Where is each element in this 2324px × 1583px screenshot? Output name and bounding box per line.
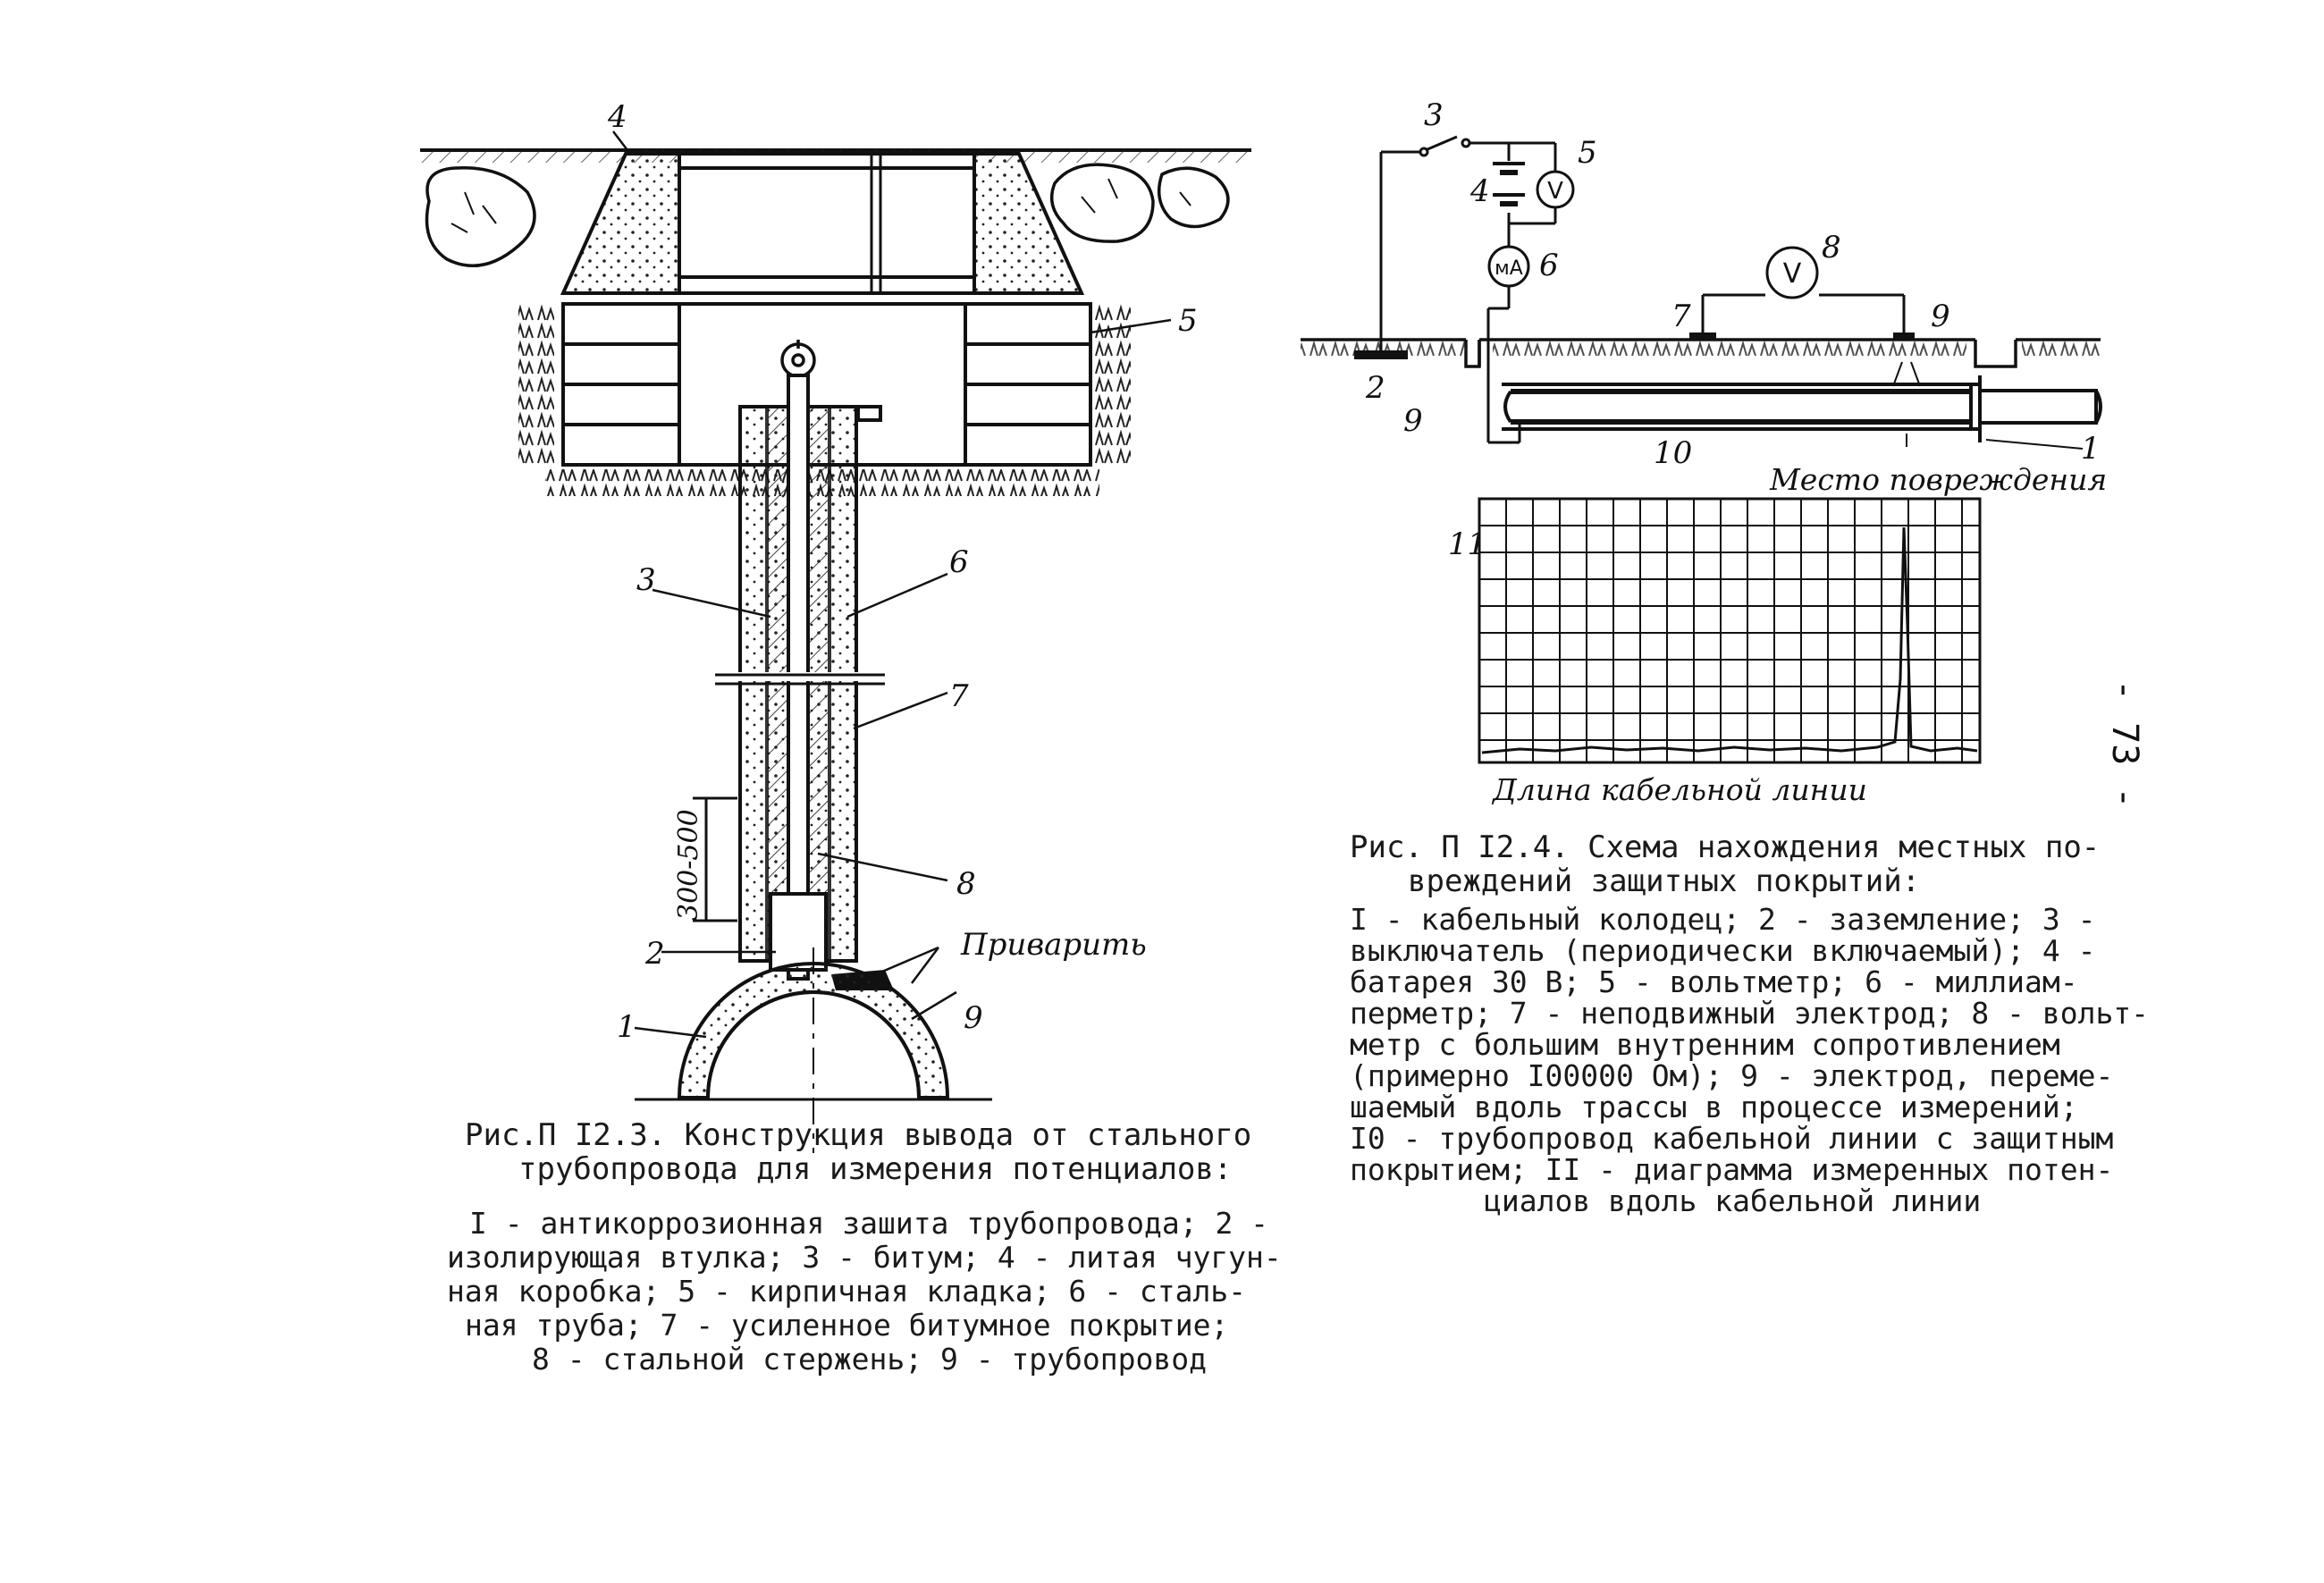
figure-4-legend-line-8: I0 - трубопровод кабельной линии с защит… [1350,1121,2114,1156]
cast-iron-box [560,152,1085,295]
dimension-line [693,796,737,922]
figure-4-caption-title-2: вреждений защитных покрытий: [1408,863,1921,899]
figure-3-legend-line-4: ная труба; 7 - усиленное битумное покрыт… [465,1308,1229,1343]
figure-3-caption-title-1: Рис.П I2.3. Конструкция вывода от стальн… [465,1117,1252,1153]
figure-4-legend-line-7: шаемый вдоль трассы в процессе измерений… [1350,1090,2078,1124]
figure-4-legend-line-9: покрытием; II - диаграмма измеренных пот… [1350,1152,2114,1187]
figure-4-legend-line-2: выключатель (периодически включаемый); 4… [1350,933,2096,968]
figure-4-legend-line-1: I - кабельный колодец; 2 - заземление; 3… [1350,902,2096,937]
label-5: 5 [1178,303,1198,339]
label-7: 7 [949,678,969,714]
outlet-pipe [715,374,885,981]
label-4: 4 [607,99,627,135]
label-6: 6 [949,544,969,580]
label-9: 9 [964,1000,983,1036]
figure-3-legend-line-5: 8 - стальной стержень; 9 - трубопровод [532,1342,1207,1377]
figure-4-legend-line-6: (примерно I00000 Ом); 9 - электрод, пере… [1350,1058,2114,1093]
soil-left [518,304,554,465]
figure-4-caption-title-1: Рис. П I2.4. Схема нахождения местных по… [1350,829,2101,865]
page-number: - 73 - [2104,679,2145,809]
figure-3-caption-title-2: трубопровода для измерения потенциалов: [518,1151,1233,1187]
figure-4-legend-line-10: циалов вдоль кабельной линии [1484,1183,1982,1218]
leader-lines [612,131,1172,1039]
figure-3-legend-line-3: ная коробка; 5 - кирпичная кладка; 6 - с… [447,1274,1247,1309]
figure-4-legend-line-4: перметр; 7 - неподвижный электрод; 8 - в… [1350,996,2150,1031]
figure-4-legend-line-5: метр с большим внутренним сопротивлением [1350,1027,2060,1062]
label-3: 3 [636,562,656,598]
label-8: 8 [956,866,976,902]
stones [425,163,1230,267]
label-weld: Приварить [960,927,1147,963]
figure-3-legend-line-1: I - антикоррозионная зашита трубопровода… [469,1206,1269,1241]
pipeline [635,947,992,1153]
figure-3-legend-line-2: изолирующая втулка; 3 - битум; 4 - литая… [447,1240,1282,1275]
figure-4-legend-line-3: батарея 30 В; 5 - вольтметр; 6 - миллиам… [1350,964,2078,999]
label-1: 1 [617,1009,636,1045]
label-2: 2 [644,936,665,972]
label-dimension: 300-500 [673,809,704,921]
brick-masonry [561,302,1092,467]
